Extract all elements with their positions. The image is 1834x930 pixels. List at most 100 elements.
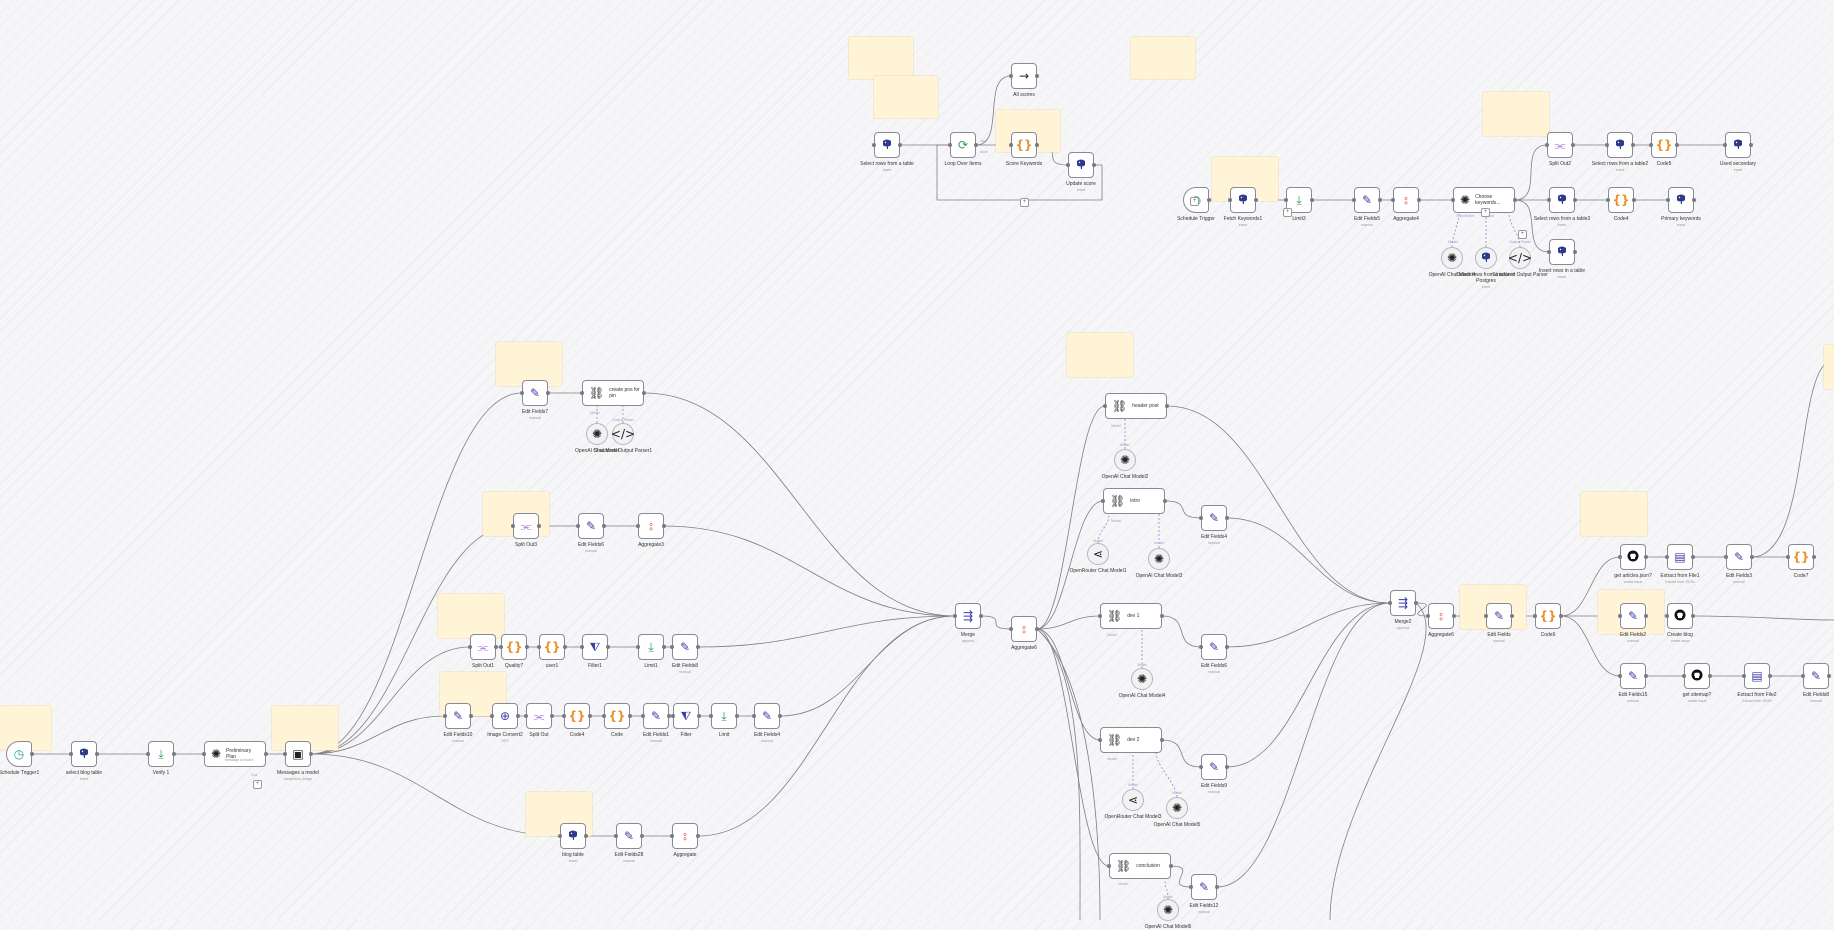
output-port[interactable] (537, 524, 541, 528)
input-port[interactable] (1391, 198, 1395, 202)
output-port[interactable] (1510, 614, 1514, 618)
input-port[interactable] (1101, 499, 1105, 503)
workflow-node[interactable] (71, 741, 97, 767)
output-port[interactable] (1571, 143, 1575, 147)
sticky-note[interactable] (496, 342, 562, 386)
workflow-node[interactable]: ⤓ (638, 634, 664, 660)
output-port[interactable] (1215, 885, 1219, 889)
input-port[interactable] (1189, 885, 1193, 889)
output-port[interactable] (1160, 614, 1164, 618)
input-port[interactable] (499, 645, 503, 649)
output-port[interactable] (697, 714, 701, 718)
workflow-node[interactable]: </> (1508, 247, 1532, 269)
output-port[interactable] (735, 714, 739, 718)
workflow-node[interactable]: ◷ (6, 741, 32, 767)
add-node-button[interactable]: + (1190, 197, 1199, 206)
input-port[interactable] (752, 714, 756, 718)
output-port[interactable] (696, 834, 700, 838)
input-port[interactable] (1545, 143, 1549, 147)
output-port[interactable] (1691, 555, 1695, 559)
output-port[interactable] (30, 752, 34, 756)
output-port[interactable] (778, 714, 782, 718)
workflow-node[interactable]: ⦂ (1393, 187, 1419, 213)
workflow-node[interactable]: ✎ (754, 703, 780, 729)
input-port[interactable] (1098, 738, 1102, 742)
input-port[interactable] (636, 645, 640, 649)
add-node-button[interactable]: + (253, 780, 262, 789)
workflow-node[interactable]: ✎ (672, 634, 698, 660)
output-port[interactable] (1559, 614, 1563, 618)
output-port[interactable] (1452, 614, 1456, 618)
output-port[interactable] (1573, 250, 1577, 254)
output-port[interactable] (667, 714, 671, 718)
workflow-node[interactable]: ⤓ (711, 703, 737, 729)
output-port[interactable] (264, 752, 268, 756)
input-port[interactable] (1388, 601, 1392, 605)
workflow-node[interactable]: {} (539, 634, 565, 660)
output-port[interactable] (1632, 198, 1636, 202)
workflow-node[interactable]: ⧨ (673, 703, 699, 729)
add-node-button[interactable]: + (1283, 208, 1292, 217)
workflow-node[interactable] (1668, 187, 1694, 213)
workflow-node[interactable]: </> (611, 423, 635, 445)
input-port[interactable] (283, 752, 287, 756)
workflow-node[interactable]: ✺ (586, 423, 608, 445)
sticky-note[interactable] (1483, 92, 1549, 136)
workflow-node[interactable]: ⋖ (1087, 543, 1109, 565)
input-port[interactable] (1484, 614, 1488, 618)
input-port[interactable] (69, 752, 73, 756)
output-port[interactable] (974, 143, 978, 147)
workflow-node[interactable]: ✎ (578, 513, 604, 539)
output-port[interactable] (1573, 198, 1577, 202)
workflow-node[interactable]: ⧨ (582, 634, 608, 660)
workflow-node[interactable]: {} (501, 634, 527, 660)
input-port[interactable] (558, 834, 562, 838)
workflow-node[interactable]: ▤ (1744, 663, 1770, 689)
output-port[interactable] (1310, 198, 1314, 202)
workflow-node[interactable] (1607, 132, 1633, 158)
workflow-node[interactable]: ⟳ (950, 132, 976, 158)
workflow-node[interactable]: ▣ (285, 741, 311, 767)
input-port[interactable] (953, 614, 957, 618)
input-port[interactable] (1605, 143, 1609, 147)
workflow-node[interactable]: ✎ (1354, 187, 1380, 213)
input-port[interactable] (511, 524, 515, 528)
sticky-note[interactable] (1067, 333, 1133, 377)
workflow-node[interactable]: ✺ (1114, 449, 1136, 471)
workflow-node[interactable]: ⦂ (1428, 603, 1454, 629)
input-port[interactable] (580, 645, 584, 649)
output-port[interactable] (602, 524, 606, 528)
output-port[interactable] (1092, 163, 1096, 167)
output-port[interactable] (1225, 645, 1229, 649)
workflow-node[interactable]: ⛓header post (1105, 393, 1167, 419)
input-port[interactable] (1066, 163, 1070, 167)
workflow-node[interactable]: ✎ (1201, 754, 1227, 780)
output-port[interactable] (309, 752, 313, 756)
input-port[interactable] (1547, 250, 1551, 254)
workflow-node[interactable]: {} (564, 703, 590, 729)
input-port[interactable] (614, 834, 618, 838)
output-port[interactable] (898, 143, 902, 147)
input-port[interactable] (1009, 143, 1013, 147)
sticky-note[interactable] (438, 594, 504, 638)
input-port[interactable] (1199, 765, 1203, 769)
output-port[interactable] (628, 714, 632, 718)
input-port[interactable] (1665, 614, 1669, 618)
workflow-node[interactable]: ⦂ (1011, 616, 1037, 642)
output-port[interactable] (563, 645, 567, 649)
input-port[interactable] (524, 714, 528, 718)
output-port[interactable] (1417, 198, 1421, 202)
output-port[interactable] (1165, 404, 1169, 408)
input-port[interactable] (443, 714, 447, 718)
workflow-node[interactable]: ✎ (1726, 544, 1752, 570)
input-port[interactable] (520, 391, 524, 395)
output-port[interactable] (1378, 198, 1382, 202)
input-port[interactable] (1618, 555, 1622, 559)
workflow-node[interactable]: {} (604, 703, 630, 729)
input-port[interactable] (1801, 674, 1805, 678)
output-port[interactable] (546, 391, 550, 395)
workflow-node[interactable]: {} (1535, 603, 1561, 629)
input-port[interactable] (1742, 674, 1746, 678)
workflow-node[interactable]: ✎ (1191, 874, 1217, 900)
output-port[interactable] (1644, 614, 1648, 618)
